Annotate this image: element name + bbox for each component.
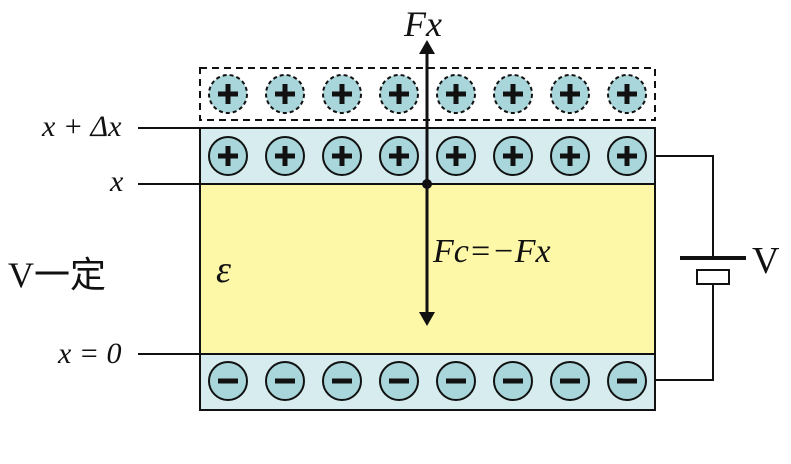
displaced-positive-charge [550,74,590,114]
voltage-label: V [752,240,780,282]
negative-charge [550,361,590,401]
displaced-charge-row [208,74,647,114]
circuit-wire-top [655,155,714,258]
circuit-wire-bottom [655,284,714,381]
positive-charge [607,136,647,176]
force-application-point [422,179,432,189]
positive-charge [208,136,248,176]
displaced-positive-charge [436,74,476,114]
positive-charge [265,136,305,176]
negative-charge [379,361,419,401]
constant-voltage-label: V一定 [8,255,106,295]
positive-charge-row [208,136,647,176]
level-x-plus-dx-label: x + Δx [41,110,122,143]
positive-charge [436,136,476,176]
battery-short-plate [696,269,730,285]
negative-charge [265,361,305,401]
positive-charge [322,136,362,176]
displaced-positive-charge [265,74,305,114]
level-x-label: x [109,165,124,198]
displaced-positive-charge [607,74,647,114]
positive-charge [550,136,590,176]
displaced-positive-charge [322,74,362,114]
negative-charge [322,361,362,401]
negative-charge [493,361,533,401]
displaced-positive-charge [379,74,419,114]
negative-charge-row [208,361,647,401]
negative-charge [208,361,248,401]
positive-charge [379,136,419,176]
positive-charge [493,136,533,176]
negative-charge [436,361,476,401]
level-x0-label: x = 0 [57,337,122,370]
force-up-arrowhead [419,40,435,54]
permittivity-label: ε [216,249,231,291]
displaced-positive-charge [208,74,248,114]
force-down-arrowhead [419,312,435,326]
negative-charge [607,361,647,401]
force-top-label: Fx [403,4,442,44]
force-bottom-label: Fc=−Fx [432,233,551,270]
displaced-positive-charge [493,74,533,114]
